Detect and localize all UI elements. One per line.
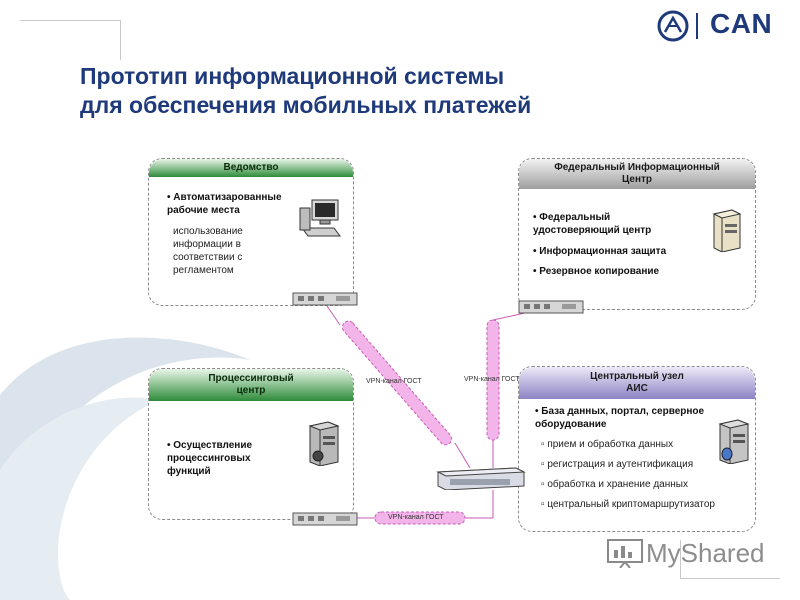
federal-item-1: • Федеральный удостоверяющий центр <box>533 212 652 236</box>
central-sub-1: ▫ прием и обработка данных <box>541 439 674 450</box>
box-vedomstvo-header: Ведомство <box>149 159 353 177</box>
box-central-node: Центральный узел АИС • База данных, порт… <box>518 366 756 532</box>
vpn-channel-left <box>341 320 453 446</box>
central-sub-4: ▫ центральный криптомаршрутизатор <box>541 499 715 510</box>
router-device-federal <box>518 300 584 314</box>
corner-line-top-v <box>120 20 121 60</box>
can-logo-icon <box>657 10 689 42</box>
title-line-2: для обеспечения мобильных платежей <box>80 92 532 118</box>
vpn-channel-middle <box>486 319 500 441</box>
central-sub-2: ▫ регистрация и аутентификация <box>541 459 694 470</box>
central-sub-3: ▫ обработка и хранение данных <box>541 479 688 490</box>
vpn-label-bottom: VPN-канал ГОСТ <box>388 514 444 521</box>
router-device-vedomstvo <box>292 292 358 306</box>
page-title: Прототип информационной системы для обес… <box>80 62 531 120</box>
box-processing-header: Процессинговый центр <box>149 369 353 401</box>
computer-icon <box>299 199 341 237</box>
corner-line-bottom-v <box>680 540 681 578</box>
vedomstvo-bullet: • Автоматизарованные рабочие места <box>167 192 282 216</box>
vpn-label-left: VPN-канал ГОСТ <box>366 378 422 385</box>
central-bullet: • База данных, портал, серверное оборудо… <box>535 406 705 430</box>
vpn-channel-bottom <box>374 511 466 525</box>
corner-line-bottom-h <box>680 578 780 579</box>
title-line-1: Прототип информационной системы <box>80 63 505 89</box>
watermark-text: MyShared <box>646 538 765 568</box>
server-icon-central <box>718 419 750 464</box>
vpn-label-middle: VPN-канал ГОСТ <box>464 376 520 383</box>
central-router-device <box>436 467 526 490</box>
federal-item-2: • Информационная защита <box>533 246 667 257</box>
processing-bullet: • Осуществление процессинговых функций <box>167 440 253 477</box>
vedomstvo-sub: использование информации в соответствии … <box>173 226 243 276</box>
myshared-logo-icon <box>607 539 643 568</box>
router-device-processing <box>292 512 358 526</box>
box-central-header: Центральный узел АИС <box>519 367 755 399</box>
federal-item-3: • Резервное копирование <box>533 266 660 277</box>
server-icon-processing <box>308 421 340 466</box>
logo-text: CAN <box>710 8 773 39</box>
server-icon-federal <box>712 209 742 252</box>
box-federal-header: Федеральный Информационный Центр <box>519 159 755 189</box>
box-vedomstvo: Ведомство • Автоматизарованные рабочие м… <box>148 158 354 306</box>
logo-divider <box>696 13 698 39</box>
corner-line-top-h <box>20 20 120 21</box>
